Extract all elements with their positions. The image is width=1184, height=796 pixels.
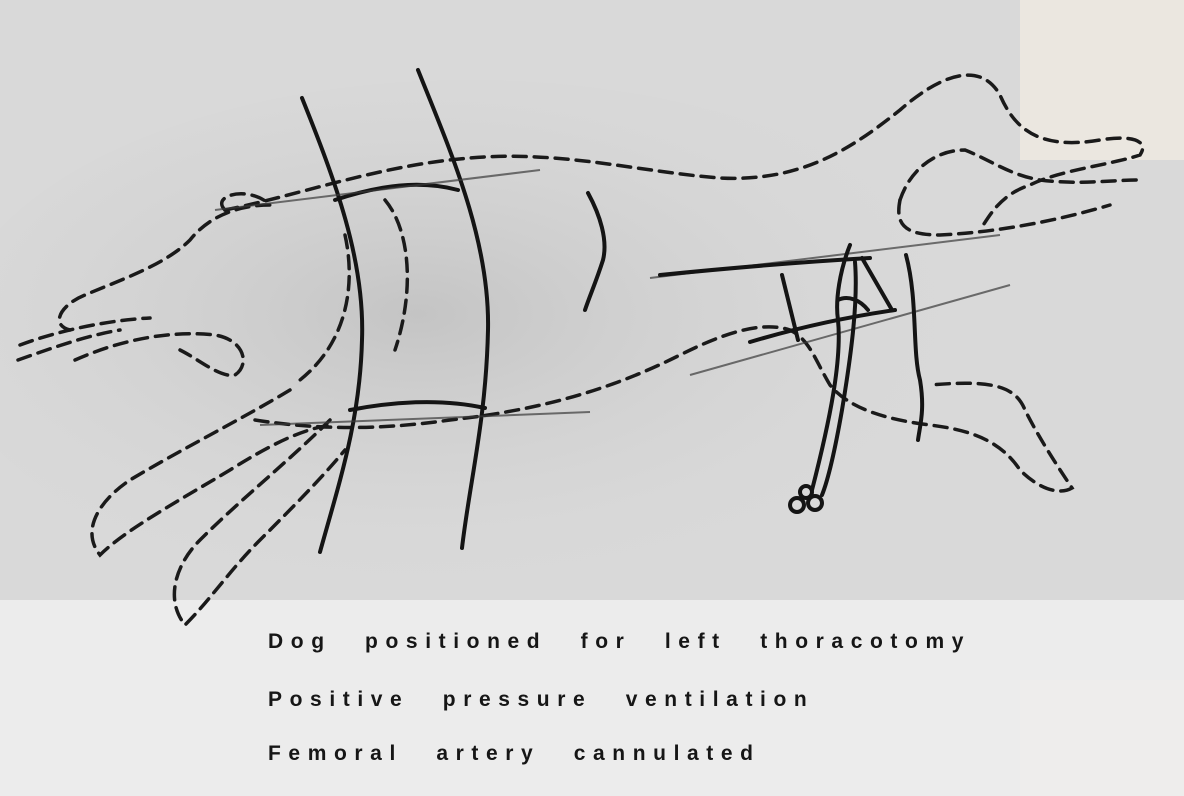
- caption-line-3: Femoral artery cannulated: [268, 742, 761, 766]
- caption-line-2: Positive pressure ventilation: [268, 688, 814, 712]
- corner-patch: [1020, 0, 1184, 160]
- caption-line-1: Dog positioned for left thoracotomy: [268, 630, 971, 654]
